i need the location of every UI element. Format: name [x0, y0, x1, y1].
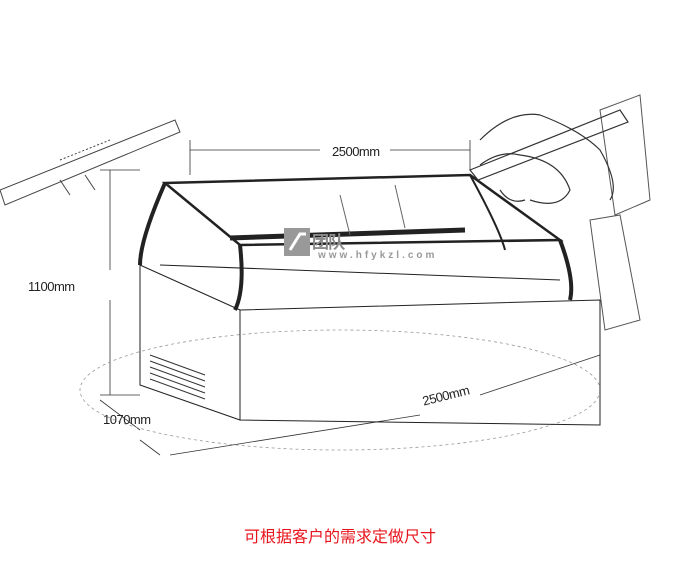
watermark-title: 团队 [312, 233, 345, 252]
watermark-url: www.hfykzl.com [318, 250, 438, 261]
watermark-logo [284, 228, 310, 256]
dimension-depth: 1070mm [103, 412, 151, 427]
ruler-right [589, 94, 651, 331]
hand-pencil-sketch [469, 109, 629, 204]
dimension-lines [79, 140, 601, 456]
caption: 可根据客户的需求定做尺寸 [243, 529, 436, 546]
ruler-left [0, 119, 181, 206]
dimension-top-width: 2500mm [332, 144, 380, 159]
dimension-height: 1100mm [28, 279, 75, 294]
display-case [138, 173, 601, 426]
vent-grille-icon [149, 354, 206, 400]
